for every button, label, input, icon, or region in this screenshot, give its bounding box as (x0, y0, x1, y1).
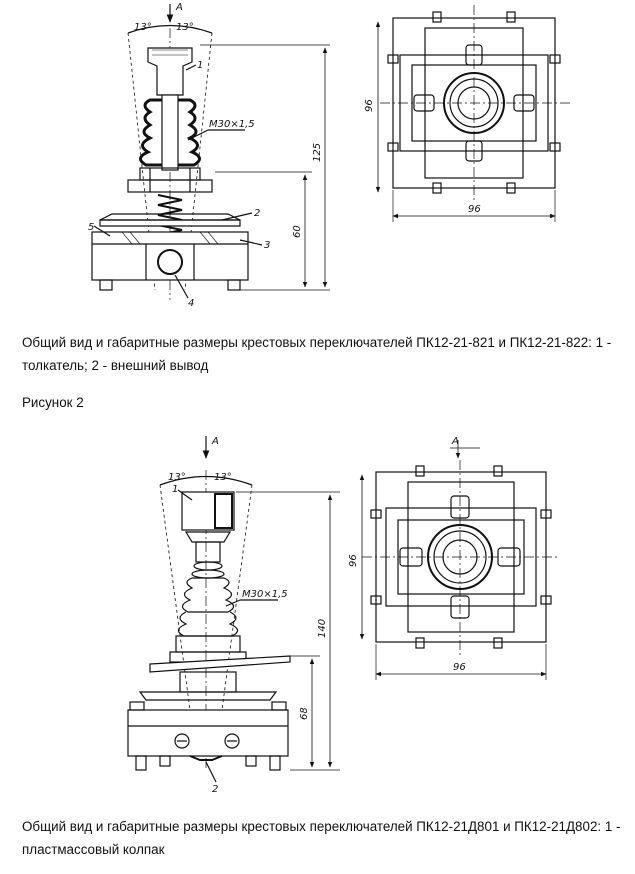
fig2-angle-left: 13° (168, 472, 186, 483)
fig2-side-view (127, 436, 340, 783)
caption-figure-1: Общий вид и габаритные размеры крестовых… (22, 335, 612, 373)
fig1-callout-2: 2 (254, 208, 260, 219)
fig1-callout-4: 4 (188, 298, 194, 309)
fig2-top-view (359, 440, 560, 680)
fig2-dim-width-h: 96 (453, 662, 466, 673)
figure-2-drawing: A 13° 13° M30×1,5 1 2 140 68 A 96 96 (127, 436, 560, 795)
fig2-dim-width-v: 96 (348, 554, 359, 567)
fig2-thread-label: M30×1,5 (242, 589, 288, 600)
caption-figure-2: Общий вид и габаритные размеры крестовых… (22, 819, 621, 857)
fig2-dim-total-height: 140 (317, 619, 328, 638)
figure-1-drawing: A 13° 13° M30×1,5 1 2 3 4 5 125 60 96 96 (88, 2, 570, 309)
fig2-callout-1: 1 (172, 484, 178, 495)
fig1-dim-width-h: 96 (468, 204, 481, 215)
fig2-view-arrow-label: A (211, 436, 219, 447)
fig2-view-label: A (451, 436, 459, 447)
fig1-view-arrow-label: A (175, 2, 183, 13)
fig2-callout-2: 2 (212, 784, 218, 795)
figure-label: Рисунок 2 (22, 395, 84, 410)
fig1-angle-right: 13° (176, 22, 194, 33)
fig1-top-view (375, 5, 570, 222)
fig1-dim-width-v: 96 (364, 99, 375, 112)
fig1-side-view (91, 4, 330, 300)
fig1-thread-label: M30×1,5 (209, 119, 255, 130)
fig1-callout-1: 1 (197, 60, 203, 71)
fig2-angle-right: 13° (214, 472, 232, 483)
fig1-callout-3: 3 (264, 240, 270, 251)
fig1-dim-lower-height: 60 (292, 225, 303, 238)
fig1-callout-5: 5 (88, 222, 94, 233)
fig1-angle-left: 13° (134, 22, 152, 33)
fig1-dim-total-height: 125 (312, 143, 323, 162)
fig2-dim-lower-height: 68 (299, 707, 310, 720)
